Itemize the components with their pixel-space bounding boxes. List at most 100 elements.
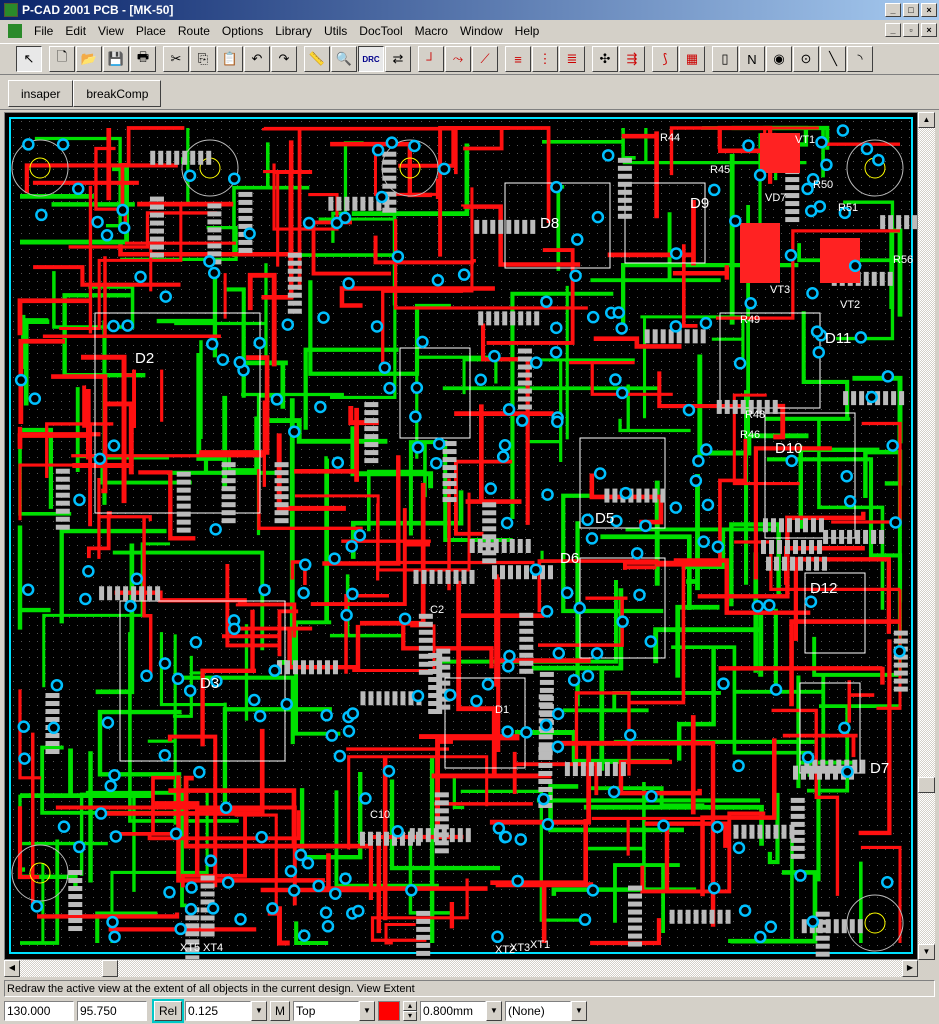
menu-doctool[interactable]: DocTool (359, 23, 403, 38)
scroll-left-button[interactable]: ◀ (4, 960, 20, 977)
component-label: D9 (690, 195, 709, 212)
smd-pad (352, 196, 358, 211)
menu-view[interactable]: View (98, 23, 124, 38)
chevron-down-icon[interactable]: ▼ (486, 1001, 503, 1021)
top-trace (257, 469, 363, 531)
net-select[interactable]: (None)▼ (505, 1001, 588, 1021)
close-button[interactable]: × (921, 3, 937, 17)
connection-button[interactable]: N (739, 46, 765, 72)
smd-pad (185, 947, 200, 953)
horizontal-scroll-thumb[interactable] (102, 960, 118, 977)
open-button[interactable]: 📂 (76, 46, 102, 72)
width-spinner[interactable]: ▴▾ (403, 1001, 418, 1021)
layer-select[interactable]: Top▼ (293, 1001, 376, 1021)
autorouter-button[interactable]: ▦ (679, 46, 705, 72)
cut-button[interactable]: ✂ (163, 46, 189, 72)
top-trace (310, 508, 431, 607)
drc-button[interactable]: DRC (358, 46, 384, 72)
document-icon[interactable] (8, 23, 22, 38)
top-trace (24, 163, 178, 194)
redo-button[interactable]: ↷ (271, 46, 297, 72)
scroll-up-button[interactable]: ▲ (918, 112, 935, 128)
smd-pad (174, 150, 180, 165)
top-trace (180, 811, 247, 888)
insaper-button[interactable]: insaper (8, 80, 74, 107)
trace-width-select[interactable]: 0.800mm▼ (420, 1001, 503, 1021)
undo-button[interactable]: ↶ (244, 46, 270, 72)
menu-window[interactable]: Window (459, 23, 503, 38)
via (514, 833, 528, 846)
doc-minimize-button[interactable]: _ (885, 23, 901, 37)
via-button[interactable]: ⊙ (793, 46, 819, 72)
smd-pad (442, 449, 457, 455)
rel-button[interactable]: Rel (151, 999, 185, 1023)
gloss-button[interactable]: ⟆ (652, 46, 678, 72)
smd-pad (316, 660, 322, 675)
x-coordinate-field[interactable]: 130.000 (4, 1001, 74, 1021)
doc-restore-button[interactable]: ▫ (903, 23, 919, 37)
chevron-down-icon[interactable]: ▼ (571, 1001, 588, 1021)
smd-pad (391, 831, 397, 846)
menu-help[interactable]: Help (514, 23, 540, 38)
route-manual-button[interactable]: ┘ (418, 46, 444, 72)
fanout-button[interactable]: ⋮ (532, 46, 558, 72)
horizontal-scrollbar[interactable]: ◀ ▶ (4, 960, 918, 977)
menu-options[interactable]: Options (221, 23, 264, 38)
menu-macro[interactable]: Macro (414, 23, 448, 38)
route-bus-button[interactable]: ≡ (505, 46, 531, 72)
arc-button[interactable]: ◝ (847, 46, 873, 72)
bottom-trace (181, 675, 295, 745)
push-trace-button[interactable]: ⇶ (619, 46, 645, 72)
menu-utils[interactable]: Utils (323, 23, 348, 38)
smd-pad (382, 159, 397, 165)
smd-pad (817, 765, 823, 780)
chevron-down-icon[interactable]: ▼ (359, 1001, 376, 1021)
via (255, 830, 268, 844)
smd-pad (538, 770, 553, 776)
smd-pad (852, 759, 858, 774)
menu-file[interactable]: File (34, 23, 54, 38)
scroll-right-button[interactable]: ▶ (902, 960, 918, 977)
grid-select[interactable]: 0.125▼ (185, 1001, 268, 1021)
minimize-button[interactable]: _ (885, 3, 901, 17)
optimize-button[interactable]: ✣ (592, 46, 618, 72)
pad-button[interactable]: ◉ (766, 46, 792, 72)
menu-route[interactable]: Route (177, 23, 210, 38)
menu-place[interactable]: Place (135, 23, 166, 38)
component-button[interactable]: ▯ (712, 46, 738, 72)
select-button[interactable]: ↖ (16, 46, 42, 72)
layer-color-swatch[interactable] (378, 1001, 401, 1021)
smd-pad (501, 538, 507, 553)
via (854, 331, 868, 344)
save-button[interactable]: 💾 (103, 46, 129, 72)
copy-button[interactable]: ⎘ (190, 46, 216, 72)
maximize-button[interactable]: □ (903, 3, 919, 17)
route-interactive-button[interactable]: ⤳ (445, 46, 471, 72)
chevron-down-icon[interactable]: ▼ (251, 1001, 268, 1021)
scroll-down-button[interactable]: ▼ (918, 944, 935, 960)
smd-pad (274, 462, 289, 468)
menu-library[interactable]: Library (275, 23, 312, 38)
new-button[interactable]: 🗋 (49, 46, 75, 72)
breakcomp-button[interactable]: breakComp (73, 80, 162, 107)
zoom-button[interactable]: 🔍 (331, 46, 357, 72)
y-coordinate-field[interactable]: 95.750 (77, 1001, 147, 1021)
line-button[interactable]: ╲ (820, 46, 846, 72)
save-icon: 💾 (107, 51, 125, 66)
smd-pad (517, 538, 523, 553)
smd-pad (700, 329, 706, 344)
multi-trace-button[interactable]: ≣ (559, 46, 585, 72)
measure-button[interactable]: 📏 (304, 46, 330, 72)
vertical-scrollbar[interactable]: ▲ ▼ (918, 112, 935, 960)
top-trace (154, 801, 265, 876)
netlist-button[interactable]: ⇄ (385, 46, 411, 72)
bottom-trace (20, 427, 54, 509)
menu-edit[interactable]: Edit (65, 23, 87, 38)
print-button[interactable]: 🖶 (130, 46, 156, 72)
doc-close-button[interactable]: × (921, 23, 937, 37)
vertical-scroll-thumb[interactable] (918, 777, 935, 793)
route-miter-button[interactable]: ⟋ (472, 46, 498, 72)
paste-button[interactable]: 📋 (217, 46, 243, 72)
m-button[interactable]: M (270, 1001, 291, 1021)
